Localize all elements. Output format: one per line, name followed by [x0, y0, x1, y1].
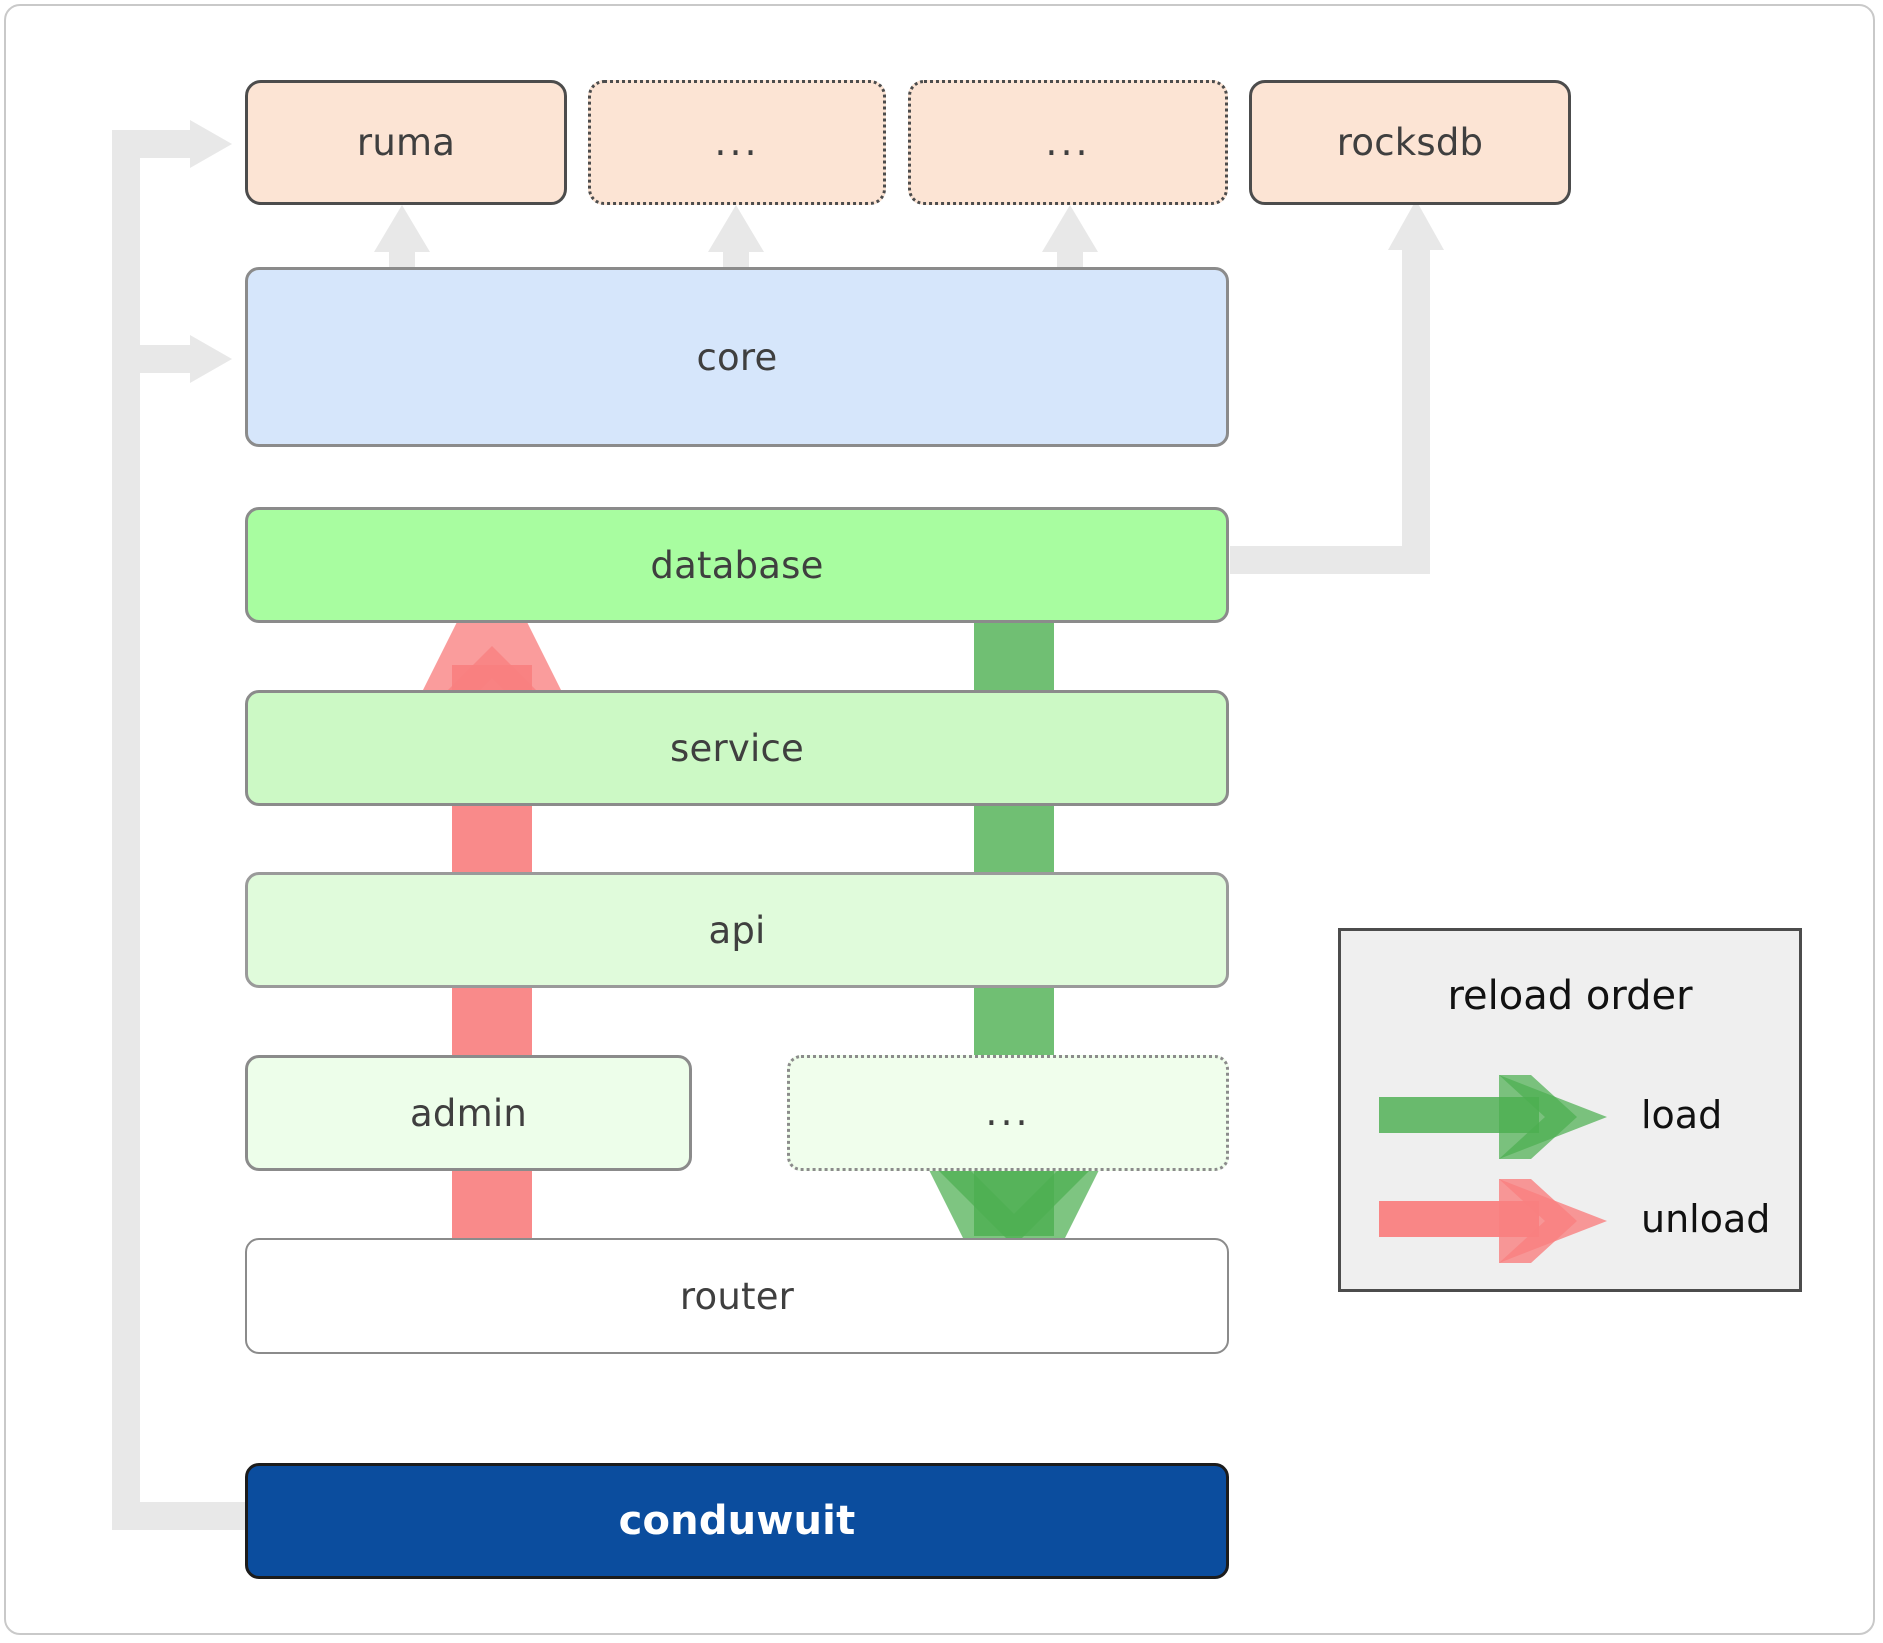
node-ruma[interactable]: ruma	[245, 80, 567, 205]
legend-row-load: load	[1341, 1071, 1799, 1163]
legend-row-unload: unload	[1341, 1175, 1799, 1267]
node-admin-label: admin	[410, 1091, 527, 1135]
node-rocksdb[interactable]: rocksdb	[1249, 80, 1571, 205]
gray-connector-database-rocksdb	[1230, 200, 1444, 574]
legend-box: reload order load unload	[1338, 928, 1802, 1292]
node-rocksdb-label: rocksdb	[1336, 121, 1484, 164]
node-service[interactable]: service	[245, 690, 1229, 806]
node-router-label: router	[679, 1274, 795, 1318]
legend-title: reload order	[1447, 973, 1693, 1019]
node-router[interactable]: router	[245, 1238, 1229, 1354]
node-database[interactable]: database	[245, 507, 1229, 623]
node-admin[interactable]: admin	[245, 1055, 692, 1171]
node-core[interactable]: core	[245, 267, 1229, 447]
node-ruma-label: ruma	[356, 121, 456, 164]
node-api-label: api	[708, 908, 766, 952]
legend-label-unload: unload	[1641, 1197, 1771, 1241]
node-dep-ellipsis-2[interactable]: ...	[908, 80, 1228, 205]
legend-label-load: load	[1641, 1093, 1723, 1137]
node-dep-ellipsis-2-label: ...	[1045, 119, 1091, 164]
node-conduwuit[interactable]: conduwuit	[245, 1463, 1229, 1579]
unload-arrow-icon	[1379, 1179, 1607, 1263]
node-layer-ellipsis[interactable]: ...	[787, 1055, 1229, 1171]
node-service-label: service	[670, 726, 804, 770]
node-api[interactable]: api	[245, 872, 1229, 988]
node-core-label: core	[696, 335, 778, 379]
load-arrow-icon	[1379, 1075, 1607, 1159]
node-dep-ellipsis-1[interactable]: ...	[588, 80, 886, 205]
node-layer-ellipsis-label: ...	[985, 1090, 1031, 1135]
node-dep-ellipsis-1-label: ...	[714, 119, 760, 164]
node-conduwuit-label: conduwuit	[618, 1498, 856, 1544]
gray-connector-left	[112, 120, 247, 1530]
gray-arrows-core-to-deps	[374, 205, 1098, 275]
node-database-label: database	[650, 543, 824, 587]
